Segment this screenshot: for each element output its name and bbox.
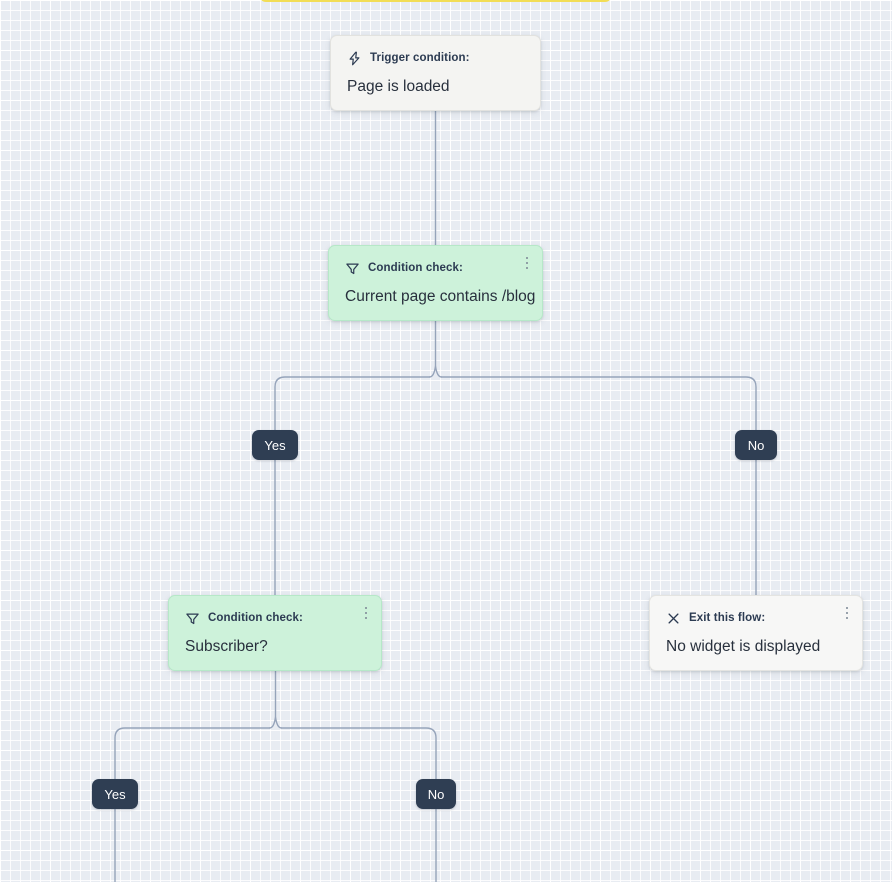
- edge-split-cusp-top: [428, 365, 443, 378]
- funnel-icon: [185, 611, 200, 626]
- edge-branch-no-top: [440, 376, 757, 596]
- badge-yes-top[interactable]: Yes: [252, 430, 298, 460]
- trigger-node-header: Trigger condition:: [347, 50, 524, 66]
- condition-page-node[interactable]: Condition check: Current page contains /…: [328, 245, 543, 321]
- trigger-node[interactable]: Trigger condition: Page is loaded: [330, 35, 541, 111]
- edge-split-cusp-bottom: [268, 716, 283, 729]
- condition-page-node-header: Condition check:: [345, 260, 526, 276]
- edge-branch-yes-bottom: [114, 727, 271, 882]
- close-x-icon: [666, 611, 681, 626]
- kebab-menu-icon[interactable]: [359, 603, 373, 623]
- funnel-icon: [345, 261, 360, 276]
- badge-no-top[interactable]: No: [735, 430, 777, 460]
- trigger-node-kind: Trigger condition:: [370, 52, 470, 64]
- exit-flow-node-header: Exit this flow:: [666, 610, 846, 626]
- badge-yes-bottom[interactable]: Yes: [92, 779, 138, 809]
- exit-flow-node-title: No widget is displayed: [666, 638, 821, 655]
- trigger-node-title: Page is loaded: [347, 78, 450, 95]
- condition-page-node-kind: Condition check:: [368, 262, 463, 274]
- clipped-top-node[interactable]: [259, 0, 612, 2]
- condition-subscriber-node[interactable]: Condition check: Subscriber?: [168, 595, 382, 671]
- kebab-menu-icon[interactable]: [520, 253, 534, 273]
- exit-flow-node[interactable]: Exit this flow: No widget is displayed: [649, 595, 863, 671]
- condition-subscriber-node-kind: Condition check:: [208, 612, 303, 624]
- edge-branch-no-bottom: [280, 727, 437, 882]
- kebab-menu-icon[interactable]: [840, 603, 854, 623]
- exit-flow-node-kind: Exit this flow:: [689, 612, 766, 624]
- condition-subscriber-node-title: Subscriber?: [185, 638, 268, 655]
- lightning-bolt-icon: [347, 51, 362, 66]
- condition-subscriber-node-header: Condition check:: [185, 610, 365, 626]
- badge-no-bottom[interactable]: No: [416, 779, 456, 809]
- condition-page-node-title: Current page contains /blog: [345, 288, 536, 305]
- edge-branch-yes-top: [274, 376, 431, 596]
